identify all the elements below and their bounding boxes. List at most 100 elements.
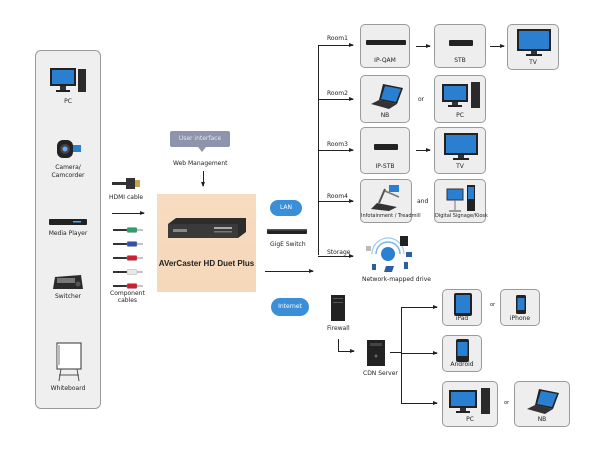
nb-box: NB xyxy=(514,381,570,427)
tv-icon xyxy=(517,29,551,56)
gige-switch-label: GigE Switch xyxy=(270,241,306,248)
source-label: PC xyxy=(64,98,72,105)
device-label: Digital Signage/Kiosk xyxy=(435,213,488,219)
flow-arrow xyxy=(416,148,431,152)
device-label: PC xyxy=(466,416,474,423)
room-arrow xyxy=(318,199,354,203)
stb-icon xyxy=(449,40,473,46)
camcorder-icon xyxy=(57,140,81,158)
device-label: iPhone xyxy=(509,315,531,322)
tv-icon xyxy=(444,133,478,160)
web-management-label: Web Management xyxy=(173,160,228,167)
source-camera: Camera/ Camcorder xyxy=(36,136,100,180)
or-connector: or xyxy=(490,302,496,308)
lan-label: LAN xyxy=(279,204,293,211)
cdn-server-icon xyxy=(367,340,385,366)
device-label: NB xyxy=(537,416,547,423)
network-drive-icon xyxy=(366,236,412,272)
storage-arrow xyxy=(318,254,354,258)
source-media-player: Media Player xyxy=(36,216,100,238)
android-phone-icon xyxy=(456,339,469,362)
stb-box: STB xyxy=(434,24,486,68)
tv-box: TV xyxy=(434,127,486,174)
nb-box: NB xyxy=(360,75,410,123)
desktop-pc-icon xyxy=(442,82,480,108)
treadmill-icon xyxy=(371,185,400,211)
device-label: Infotainment / Treadmill xyxy=(361,213,421,219)
user-interface-bubble: User interface xyxy=(170,131,230,152)
internet-cloud: Internet xyxy=(271,298,309,316)
digital-signage-box: Digital Signage/Kiosk xyxy=(434,179,488,223)
component-cable-plug-icon xyxy=(113,227,143,233)
room-arrow xyxy=(318,43,354,47)
hdmi-cable-icon xyxy=(112,178,140,189)
device-label: TV xyxy=(456,163,464,170)
cdn-arrow xyxy=(401,401,438,405)
device-name: AVerCaster HD Duet Plus xyxy=(158,259,255,268)
component-cable-plug-icon xyxy=(113,255,143,261)
ipad-box: iPad xyxy=(442,289,482,326)
output-arrow xyxy=(265,269,314,273)
gige-switch-icon xyxy=(267,229,307,234)
component-cable-plug-icon xyxy=(113,269,143,275)
lan-cloud: LAN xyxy=(270,200,302,216)
cdn-arrow xyxy=(401,351,438,355)
device-label: STB xyxy=(454,57,466,64)
source-whiteboard: Whiteboard xyxy=(36,341,100,393)
tv-box: TV xyxy=(507,24,559,70)
laptop-icon xyxy=(527,389,559,414)
storage-device-label: Network-mapped drive xyxy=(362,276,431,283)
room-arrow xyxy=(318,97,354,101)
component-cables-label: Component cables xyxy=(110,290,145,304)
cdn-trunk-line xyxy=(401,307,402,403)
room-label: Room3 xyxy=(327,141,348,148)
room-label: Room4 xyxy=(327,193,348,200)
web-management-arrow xyxy=(201,171,205,187)
firewall-label: Firewall xyxy=(327,325,350,332)
ip-stb-icon xyxy=(374,144,398,150)
flow-arrow xyxy=(416,44,431,48)
ip-qam-box: IP-QAM xyxy=(360,24,410,68)
device-label: IP-STB xyxy=(375,163,395,170)
source-label: Switcher xyxy=(55,293,81,300)
flow-arrow xyxy=(490,44,505,48)
infotainment-box: Infotainment / Treadmill xyxy=(360,179,421,223)
firewall-server-icon xyxy=(331,295,345,321)
iphone-box: iPhone xyxy=(500,289,540,326)
component-cable-plug-icon xyxy=(113,241,143,247)
firewall-to-cdn-arrow xyxy=(338,349,355,353)
avercaster-device-box: AVerCaster HD Duet Plus xyxy=(157,194,256,292)
tablet-icon xyxy=(454,293,472,316)
encoder-device-icon xyxy=(168,218,246,238)
device-label: IP-QAM xyxy=(374,57,396,64)
cdn-arrow xyxy=(401,305,438,309)
laptop-icon xyxy=(371,84,403,109)
pc-box: PC xyxy=(434,75,486,123)
room-label: Room1 xyxy=(327,35,348,42)
source-label: Media Player xyxy=(48,230,88,237)
source-switcher: Switcher xyxy=(36,271,100,301)
ip-stb-box: IP-STB xyxy=(360,127,410,174)
device-label: Android xyxy=(450,361,474,368)
storage-label: Storage xyxy=(327,249,351,256)
or-connector: or xyxy=(504,400,510,406)
hdmi-cable-label: HDMI cable xyxy=(109,194,144,201)
and-connector: and xyxy=(417,198,429,205)
desktop-pc-icon xyxy=(50,68,86,92)
device-label: TV xyxy=(529,59,537,66)
video-switcher-icon xyxy=(53,275,83,289)
firewall-line xyxy=(338,339,339,351)
source-pc: PC xyxy=(36,66,100,106)
component-cable-plug-icon xyxy=(113,283,143,289)
device-label: iPad xyxy=(455,315,469,322)
internet-label: Internet xyxy=(278,303,302,310)
source-label: Whiteboard xyxy=(50,385,86,392)
android-box: Android xyxy=(442,335,482,372)
cdn-stub-line xyxy=(390,352,401,353)
sources-panel: PC Camera/ Camcorder Media Player Switch… xyxy=(35,50,101,409)
source-label: Camera/ Camcorder xyxy=(51,164,85,179)
cdn-server-label: CDN Server xyxy=(363,370,398,377)
room-arrow xyxy=(318,148,354,152)
or-connector: or xyxy=(418,96,425,103)
kiosk-icon xyxy=(446,185,475,212)
